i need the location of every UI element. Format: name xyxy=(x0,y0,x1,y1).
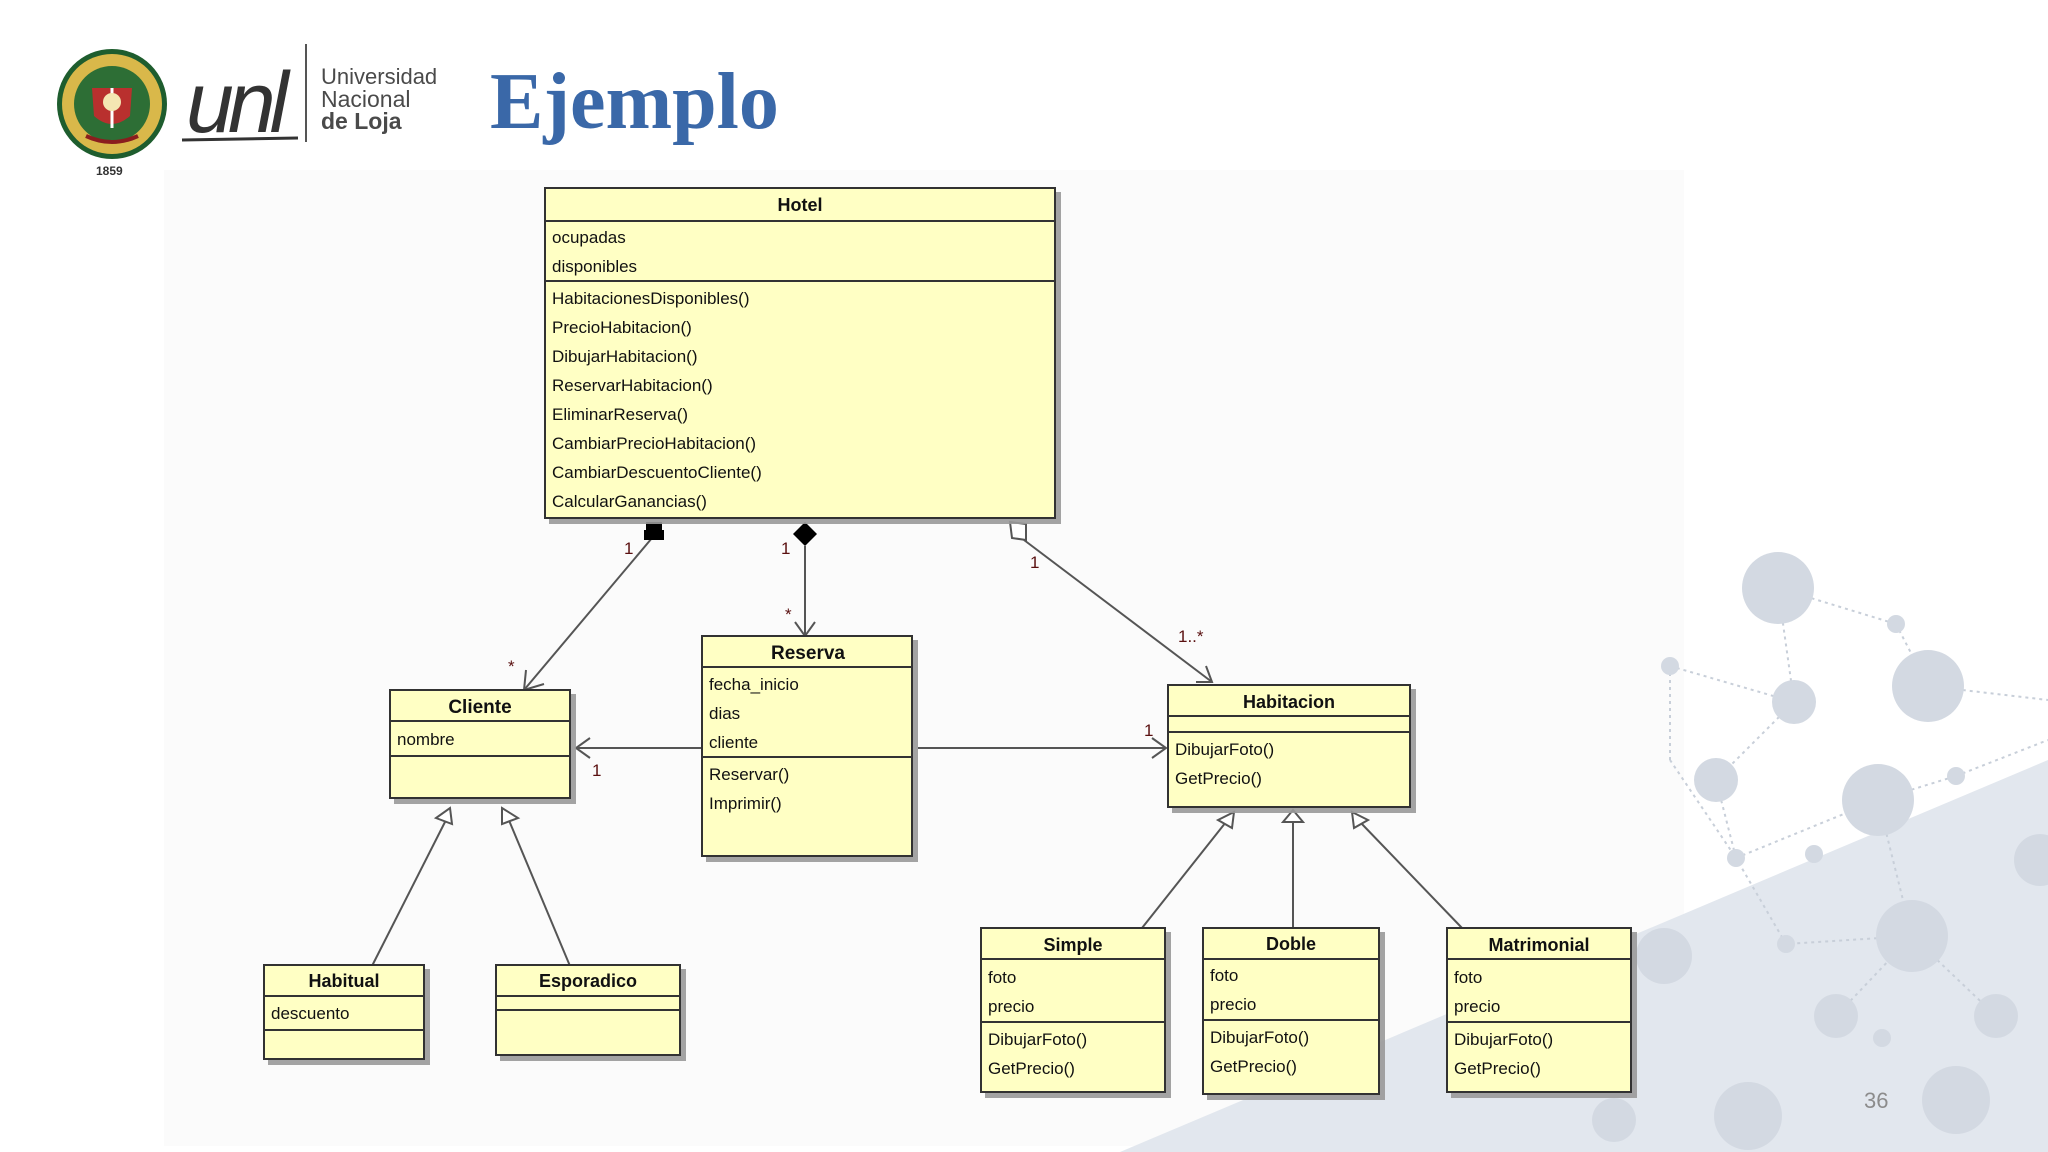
simple-method-dibujarfoto: DibujarFoto() xyxy=(988,1030,1087,1049)
triangle-simple xyxy=(1215,810,1236,830)
doble-attr-precio: precio xyxy=(1210,995,1256,1014)
class-habitual: Habitual descuento xyxy=(263,964,425,1060)
doble-method-getprecio: GetPrecio() xyxy=(1210,1057,1297,1076)
class-name-matrimonial: Matrimonial xyxy=(1488,935,1589,955)
hotel-attr-ocupadas: ocupadas xyxy=(552,228,626,247)
class-name-esporadico: Esporadico xyxy=(539,971,637,991)
class-reserva: Reserva fecha_inicio dias cliente Reserv… xyxy=(701,635,913,857)
hotel-method-8: CalcularGanancias() xyxy=(552,492,707,511)
generalization-habitual-cliente xyxy=(371,819,447,967)
relationship-lines xyxy=(371,537,1463,967)
arrowhead-reserva-cliente xyxy=(574,737,591,759)
decorative-network-nodes xyxy=(1592,552,2048,1150)
habitacion-method-dibujarfoto: DibujarFoto() xyxy=(1175,740,1274,759)
mult-hotel-reserva-reserva: * xyxy=(785,605,792,624)
reserva-attr-fecha-inicio: fecha_inicio xyxy=(709,675,799,694)
class-name-simple: Simple xyxy=(1043,935,1102,955)
doble-method-dibujarfoto: DibujarFoto() xyxy=(1210,1028,1309,1047)
association-hotel-cliente xyxy=(523,537,653,691)
class-esporadico: Esporadico xyxy=(495,964,681,1056)
triangle-matrimonial xyxy=(1350,810,1371,830)
simple-attr-foto: foto xyxy=(988,968,1016,987)
arrowhead-reserva-habitacion xyxy=(1151,737,1168,759)
class-name-cliente: Cliente xyxy=(448,697,511,718)
class-matrimonial: Matrimonial foto precio DibujarFoto() Ge… xyxy=(1446,927,1632,1093)
mult-hotel-habitacion-hotel: 1 xyxy=(1030,553,1039,572)
hotel-method-3: DibujarHabitacion() xyxy=(552,347,698,366)
mult-hotel-habitacion-habitacion: 1..* xyxy=(1178,627,1204,646)
brand-line-de-loja: de Loja xyxy=(321,108,402,134)
class-boxes: Hotel ocupadas disponibles HabitacionesD… xyxy=(263,187,1632,1095)
mult-reserva-cliente: 1 xyxy=(592,761,601,780)
unl-brand-mark: unl xyxy=(186,55,292,148)
multiplicity-labels: 1 * 1 * 1 1..* 1 1 xyxy=(508,539,1204,780)
class-name-doble: Doble xyxy=(1266,934,1316,954)
class-name-habitual: Habitual xyxy=(308,971,379,991)
matrimonial-method-getprecio: GetPrecio() xyxy=(1454,1059,1541,1078)
generalization-esporadico-cliente xyxy=(507,817,571,967)
arrowhead-habitacion xyxy=(1196,665,1214,683)
university-name: Universidad Nacional de Loja xyxy=(321,64,438,134)
mult-hotel-cliente-hotel: 1 xyxy=(624,539,633,558)
brand-line-nacional: Nacional xyxy=(321,86,411,112)
reserva-attr-dias: dias xyxy=(709,704,740,723)
reserva-method-reservar: Reservar() xyxy=(709,765,789,784)
hotel-method-5: EliminarReserva() xyxy=(552,405,688,424)
class-cliente: Cliente nombre xyxy=(389,689,571,799)
association-hotel-habitacion xyxy=(1023,539,1213,683)
class-habitacion: Habitacion DibujarFoto() GetPrecio() xyxy=(1167,684,1411,808)
hotel-method-7: CambiarDescuentoCliente() xyxy=(552,463,762,482)
hotel-method-2: PrecioHabitacion() xyxy=(552,318,692,337)
hotel-method-1: HabitacionesDisponibles() xyxy=(552,289,749,308)
brand-divider xyxy=(305,44,307,142)
mult-hotel-reserva-hotel: 1 xyxy=(781,539,790,558)
class-hotel: Hotel ocupadas disponibles HabitacionesD… xyxy=(544,187,1056,519)
habitual-attr-descuento: descuento xyxy=(271,1004,349,1023)
hotel-attr-disponibles: disponibles xyxy=(552,257,637,276)
triangle-doble xyxy=(1280,808,1306,823)
simple-attr-precio: precio xyxy=(988,997,1034,1016)
brand-line-universidad: Universidad xyxy=(321,64,438,89)
composition-diamond-reserva xyxy=(793,522,817,546)
habitacion-method-getprecio: GetPrecio() xyxy=(1175,769,1262,788)
hotel-method-6: CambiarPrecioHabitacion() xyxy=(552,434,756,453)
simple-method-getprecio: GetPrecio() xyxy=(988,1059,1075,1078)
page-number: 36 xyxy=(1864,1088,1889,1113)
seal-year: 1859 xyxy=(96,164,123,178)
reserva-method-imprimir: Imprimir() xyxy=(709,794,782,813)
university-seal-logo xyxy=(57,49,167,159)
mult-reserva-habitacion: 1 xyxy=(1144,721,1153,740)
slide-title: Ejemplo xyxy=(490,58,779,146)
generalization-matrimonial-habitacion xyxy=(1359,821,1463,929)
class-name-hotel: Hotel xyxy=(778,195,823,215)
triangle-esporadico xyxy=(501,806,521,826)
matrimonial-method-dibujarfoto: DibujarFoto() xyxy=(1454,1030,1553,1049)
matrimonial-attr-foto: foto xyxy=(1454,968,1482,987)
triangle-habitual xyxy=(433,806,454,826)
class-simple: Simple foto precio DibujarFoto() GetPrec… xyxy=(980,927,1166,1093)
class-doble: Doble foto precio DibujarFoto() GetPreci… xyxy=(1202,927,1380,1095)
reserva-attr-cliente: cliente xyxy=(709,733,758,752)
doble-attr-foto: foto xyxy=(1210,966,1238,985)
generalization-triangles xyxy=(433,806,1371,830)
matrimonial-attr-precio: precio xyxy=(1454,997,1500,1016)
class-name-habitacion: Habitacion xyxy=(1243,692,1335,712)
composition-square-cliente xyxy=(646,522,662,538)
generalization-simple-habitacion xyxy=(1141,821,1227,929)
mult-hotel-cliente-cliente: * xyxy=(508,657,515,676)
class-name-reserva: Reserva xyxy=(771,643,845,664)
unl-brand-logo: unl xyxy=(181,55,299,148)
aggregation-diamond-habitacion xyxy=(1008,520,1027,542)
hotel-method-4: ReservarHabitacion() xyxy=(552,376,713,395)
cliente-attr-nombre: nombre xyxy=(397,730,455,749)
